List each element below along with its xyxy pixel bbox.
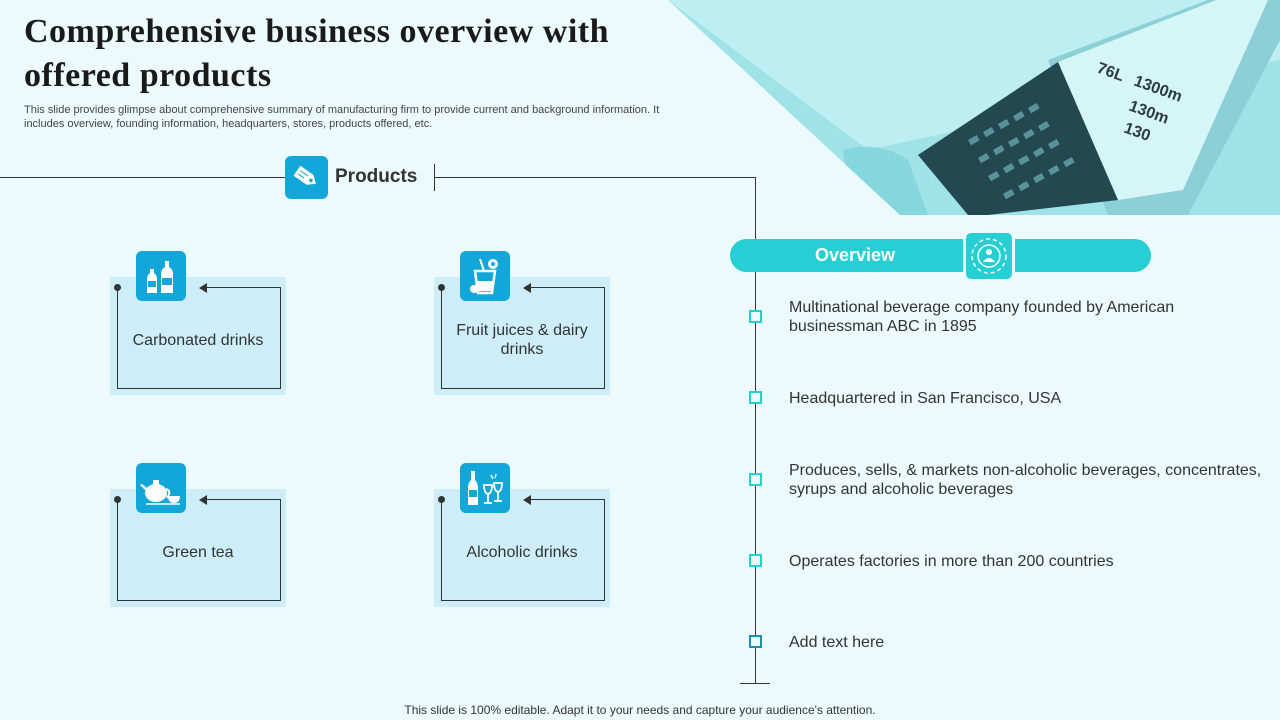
bottles-icon [136,251,186,301]
product-card-fruit-juices: Fruit juices & dairy drinks [434,251,610,395]
arrow-icon [523,495,531,505]
overview-bar [730,239,1151,272]
products-heading: Products [335,166,418,187]
wine-bottle-glasses-icon [460,463,510,513]
slide-title: Comprehensive business overview with off… [24,13,609,94]
overview-point: Produces, sells, & markets non-alcoholic… [789,462,1262,498]
product-label: Green tea [162,543,234,561]
juice-glass-icon [460,251,510,301]
timeline-marker [749,310,762,323]
arrow-icon [199,495,207,505]
product-card-alcoholic: Alcoholic drinks [434,463,610,607]
products-line-left [0,177,287,178]
target-person-icon [963,230,1015,282]
timeline-marker [749,635,762,648]
overview-heading: Overview [815,245,896,265]
timeline-end-cap [740,683,770,684]
product-label: Carbonated drinks [132,331,264,349]
price-tag-icon [285,156,328,199]
footer-note: This slide is 100% editable. Adapt it to… [404,703,876,717]
teapot-icon [136,463,186,513]
slide-subtitle: This slide provides glimpse about compre… [24,104,660,130]
product-label: Fruit juices & dairy drinks [456,322,588,358]
laptop-photo: 1300m 76L 130m 130 [668,0,1280,215]
timeline-marker [749,473,762,486]
overview-point: Headquartered in San Francisco, USA [789,390,1062,407]
arrow-icon [199,283,207,293]
arrow-icon [523,283,531,293]
timeline-line [755,177,756,683]
product-card-green-tea: Green tea [110,463,286,607]
timeline-marker [749,554,762,567]
products-line-right [434,177,755,178]
overview-point: Operates factories in more than 200 coun… [789,553,1114,570]
timeline-marker [749,391,762,404]
overview-point: Multinational beverage company founded b… [789,299,1175,335]
overview-point: Add text here [789,634,885,651]
product-card-carbonated: Carbonated drinks [110,251,286,395]
product-label: Alcoholic drinks [466,543,578,561]
